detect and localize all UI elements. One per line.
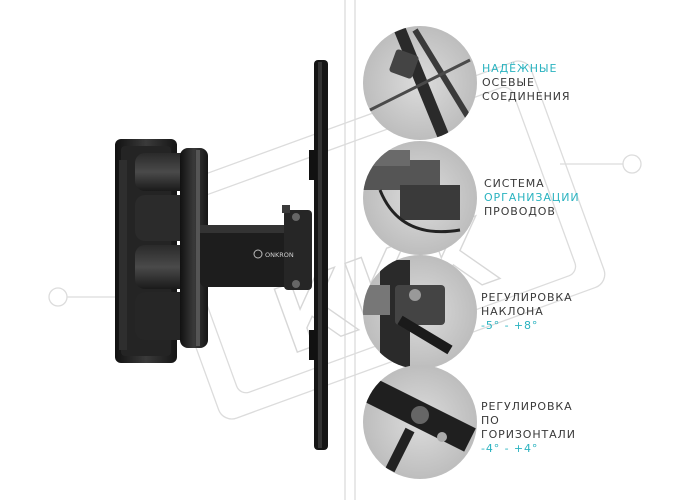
feature-line: СИСТЕМА [484, 177, 580, 191]
feature-text: НАКЛОНА [481, 305, 544, 318]
feature-line: ОСЕВЫЕ [482, 76, 570, 90]
brand-logo-icon [253, 249, 263, 259]
feature-text: ПРОВОДОВ [484, 205, 556, 218]
feature-accent-text: -5° - +8° [481, 319, 539, 332]
detail-circle-2 [363, 141, 477, 255]
feature-text: ОСЕВЫЕ [482, 76, 535, 89]
detail-circle-4 [363, 365, 477, 479]
feature-accent-text: НАДЁЖНЫЕ [482, 62, 558, 75]
detail-circle-1 [363, 26, 477, 140]
feature-line: ПРОВОДОВ [484, 205, 580, 219]
hinge-stack [135, 148, 208, 348]
feature-text: ПО [481, 414, 500, 427]
feature-line: НАДЁЖНЫЕ [482, 62, 570, 76]
vesa-rail [309, 60, 328, 450]
detail-circle-3 [363, 255, 477, 369]
feature-text: СОЕДИНЕНИЯ [482, 90, 571, 103]
feature-text: СИСТЕМА [484, 177, 545, 190]
feature-line: ПО [481, 414, 576, 428]
feature-text: ГОРИЗОНТАЛИ [481, 428, 576, 441]
swing-arm: ONKRON [200, 205, 312, 290]
feature-line: -5° - +8° [481, 319, 573, 333]
feature-line: ОРГАНИЗАЦИИ [484, 191, 580, 205]
feature-line: ГОРИЗОНТАЛИ [481, 428, 576, 442]
feature-line: РЕГУЛИРОВКА [481, 291, 573, 305]
feature-line: РЕГУЛИРОВКА [481, 400, 576, 414]
feature-text: РЕГУЛИРОВКА [481, 291, 573, 304]
watermark-ring-right [622, 154, 642, 174]
brand-mark: ONKRON [265, 251, 294, 259]
feature-text: РЕГУЛИРОВКА [481, 400, 573, 413]
feature-line: -4° - +4° [481, 442, 576, 456]
feature-line: СОЕДИНЕНИЯ [482, 90, 570, 104]
watermark-ring-left [48, 287, 68, 307]
feature-accent-text: -4° - +4° [481, 442, 539, 455]
feature-accent-text: ОРГАНИЗАЦИИ [484, 191, 580, 204]
feature-line: НАКЛОНА [481, 305, 573, 319]
